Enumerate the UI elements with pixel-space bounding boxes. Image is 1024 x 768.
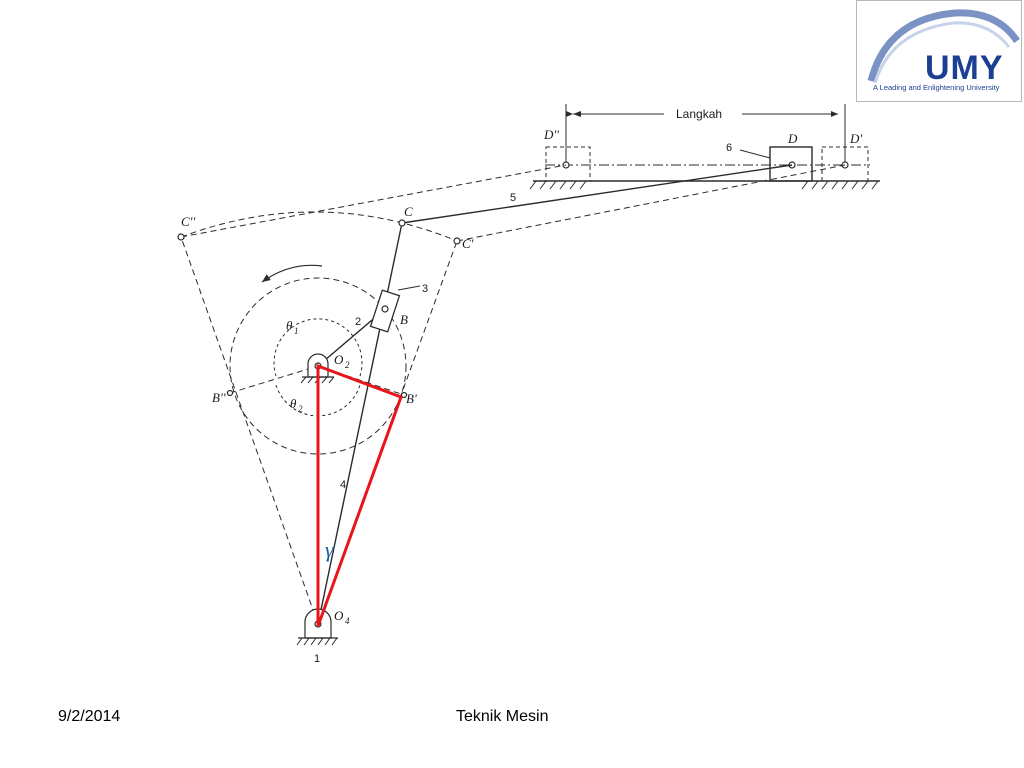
dashed-extremes — [180, 164, 846, 625]
logo-tagline: A Leading and Enlightening University — [873, 83, 1000, 92]
label-d: D — [787, 131, 798, 146]
link-number-4: 4 — [340, 479, 346, 491]
umy-logo: UMY A Leading and Enlightening Universit… — [856, 0, 1022, 102]
label-o4-sub: 4 — [345, 616, 350, 626]
label-c: C — [404, 204, 413, 219]
slider-positions — [545, 146, 869, 182]
label-c-prime: C' — [462, 236, 474, 251]
slider-block-6 — [769, 146, 813, 182]
link-number-1: 1 — [314, 653, 320, 665]
label-b-double-prime: B'' — [212, 390, 226, 405]
rotation-arrow — [261, 264, 323, 283]
label-o4: O — [334, 608, 344, 623]
link-number-5: 5 — [510, 192, 516, 204]
stroke-dimension — [565, 104, 846, 165]
link-number-2: 2 — [355, 316, 361, 328]
label-theta2-sub: 2 — [298, 404, 303, 414]
label-d-prime: D' — [849, 131, 862, 146]
links — [317, 149, 793, 625]
slider-track — [529, 164, 880, 190]
label-theta2: θ — [290, 396, 297, 411]
stroke-label: Langkah — [676, 107, 722, 121]
label-c-double-prime: C'' — [181, 214, 195, 229]
link-number-6: 6 — [726, 142, 732, 154]
label-d-double-prime: D'' — [543, 127, 559, 142]
logo-arc-icon — [867, 9, 1020, 84]
label-theta1: θ — [286, 318, 293, 333]
label-gamma: γ — [325, 537, 335, 562]
label-b: B — [400, 312, 408, 327]
red-triangle — [316, 363, 403, 627]
label-o2: O — [334, 352, 344, 367]
label-b-prime: B' — [406, 391, 417, 406]
label-o2-sub: 2 — [345, 360, 350, 370]
link-number-3: 3 — [422, 283, 428, 295]
footer-title: Teknik Mesin — [456, 708, 549, 725]
label-theta1-sub: 1 — [294, 326, 299, 336]
footer-date: 9/2/2014 — [58, 708, 121, 725]
logo-text: UMY — [925, 49, 1004, 87]
